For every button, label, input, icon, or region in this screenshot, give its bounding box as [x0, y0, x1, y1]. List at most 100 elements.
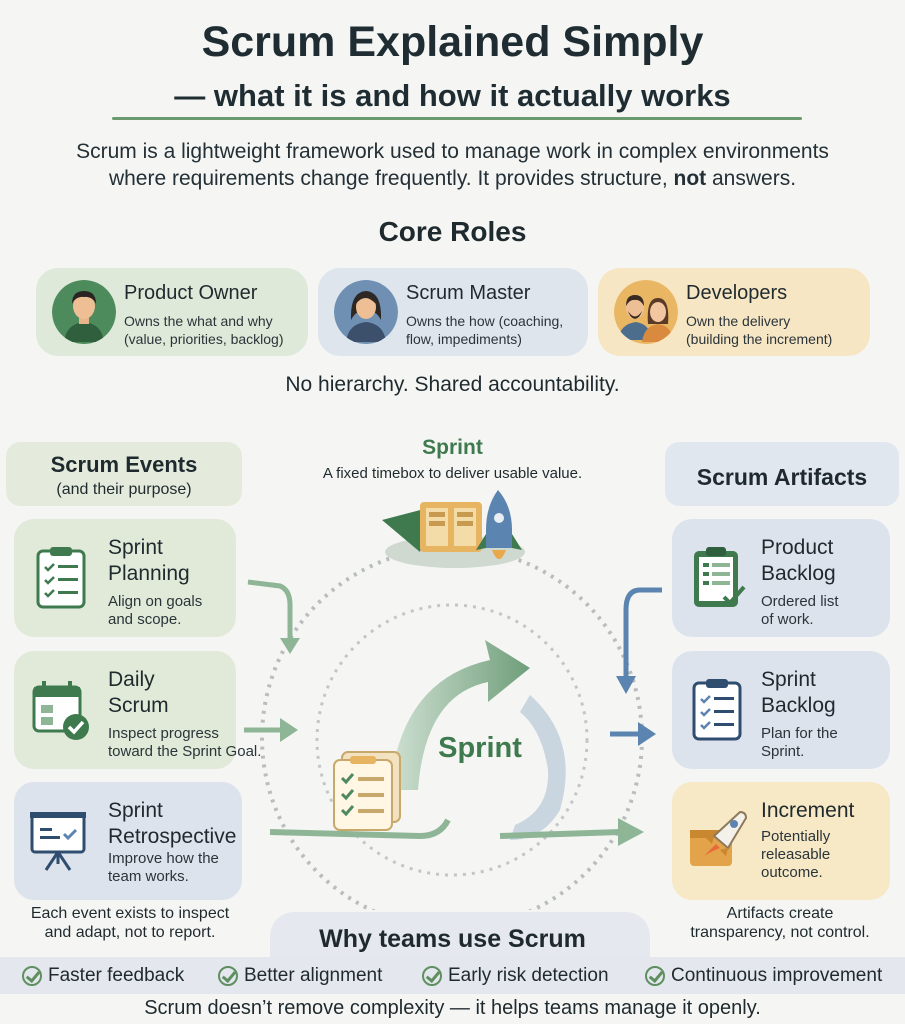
artifact-description: Plan for the Sprint. — [761, 725, 838, 761]
core-roles-heading: Core Roles — [378, 216, 527, 247]
artifact-card-increment: Increment Potentially releasable outcome… — [672, 782, 890, 900]
role-desc-line: Own the delivery — [686, 313, 791, 329]
closing-statement: Scrum doesn’t remove complexity — it hel… — [144, 997, 761, 1019]
intro-line-1: Scrum is a lightweight framework used to… — [76, 140, 829, 163]
role-desc-line: (value, priorities, backlog) — [124, 331, 284, 347]
event-desc-line: Improve how the — [108, 850, 219, 867]
events-subheading: (and their purpose) — [56, 481, 192, 498]
events-note-line: and adapt, not to report. — [44, 924, 216, 941]
increment-arrow-head — [618, 818, 644, 846]
sprint-clipboard-illustration — [333, 751, 401, 831]
role-description: Own the delivery (building the increment… — [686, 312, 832, 348]
artifact-desc-line: Ordered list — [761, 593, 839, 610]
rocket-increment-icon — [690, 810, 748, 866]
artifacts-note-line: transparency, not control. — [690, 924, 870, 941]
benefit-label: Early risk detection — [448, 965, 609, 986]
role-desc-line: Owns the how (coaching, — [406, 313, 564, 329]
event-card-sprint-planning: Sprint Planning Align on goals and scope… — [14, 519, 236, 637]
backlog-list-icon — [694, 547, 746, 607]
artifact-card-product-backlog: Product Backlog Ordered list of work. — [672, 519, 890, 637]
event-title: Daily Scrum — [108, 667, 169, 719]
events-heading: Scrum Events — [50, 452, 198, 477]
role-card-developers: Developers Own the delivery (building th… — [598, 268, 870, 356]
event-card-sprint-retrospective: Sprint Retrospective Improve how the tea… — [14, 782, 242, 900]
event-title: Sprint Retrospective — [108, 798, 236, 850]
outer-dotted-circle — [260, 546, 644, 910]
role-desc-line: (building the increment) — [686, 331, 833, 347]
benefits-bar — [0, 957, 905, 994]
check-circle-icon — [645, 966, 665, 986]
event-desc-line: Inspect progress — [108, 725, 219, 742]
daily-arrow-head — [280, 718, 298, 742]
role-card-product-owner: Product Owner Owns the what and why (val… — [36, 268, 308, 356]
artifact-card-sprint-backlog: Sprint Backlog Plan for the Sprint. — [672, 651, 890, 769]
event-description: Inspect progress toward the Sprint Goal. — [108, 725, 261, 761]
artifact-title-line: Backlog — [761, 562, 836, 585]
intro-emphasis: not — [673, 167, 707, 190]
role-desc-line: Owns the what and why — [124, 313, 273, 329]
sprint-center-label: Sprint — [438, 732, 522, 764]
role-description: Owns the what and why (value, priorities… — [124, 312, 284, 348]
sprint-description: A fixed timebox to deliver usable value. — [322, 465, 583, 482]
inner-dotted-circle — [315, 603, 589, 877]
calendar-check-icon — [32, 681, 89, 740]
event-title-line: Daily — [108, 668, 155, 691]
scrum-master-avatar — [334, 280, 398, 344]
role-title: Scrum Master — [406, 282, 531, 304]
role-description: Owns the how (coaching, flow, impediment… — [406, 312, 563, 348]
artifact-title: Product Backlog — [761, 535, 836, 587]
role-title: Developers — [686, 282, 788, 304]
event-desc-line: Align on goals — [108, 593, 203, 610]
why-heading-box — [270, 912, 650, 960]
event-desc-line: team works. — [108, 868, 189, 885]
planning-arrow-head — [280, 638, 300, 654]
artifact-description: Ordered list of work. — [761, 593, 839, 629]
benefit-item: Early risk detection — [422, 965, 609, 987]
intro-line-2: where requirements change frequently. It… — [20, 165, 885, 192]
artifacts-heading: Scrum Artifacts — [696, 464, 868, 490]
artifacts-header-box — [665, 442, 899, 506]
event-description: Align on goals and scope. — [108, 593, 202, 629]
event-desc-line: toward the Sprint Goal. — [108, 743, 262, 760]
artifact-title: Increment — [761, 799, 855, 822]
sprint-loop-tail — [510, 695, 566, 840]
why-heading: Why teams use Scrum — [319, 925, 586, 953]
benefit-label: Faster feedback — [48, 965, 185, 986]
sprint-cycle-diagram — [244, 490, 662, 910]
sprint-backlog-arrow-head — [638, 722, 656, 746]
roles-note: No hierarchy. Shared accountability. — [285, 373, 620, 396]
intro-line-2-end: answers. — [706, 167, 797, 190]
event-desc-line: and scope. — [108, 611, 182, 628]
artifact-title-line: Sprint — [761, 668, 816, 691]
artifact-desc-line: releasable — [761, 846, 831, 863]
event-title-line: Sprint — [108, 799, 163, 822]
backlog-arrow — [623, 587, 662, 680]
benefit-label: Better alignment — [244, 965, 383, 986]
artifact-title: Sprint Backlog — [761, 667, 836, 719]
role-title: Product Owner — [124, 282, 258, 304]
benefit-item: Better alignment — [218, 965, 382, 987]
page-title: Scrum Explained Simply — [201, 18, 704, 66]
intro-line-2-start: where requirements change frequently. It… — [108, 167, 674, 190]
page-subtitle: — what it is and how it actually works — [174, 78, 731, 113]
product-owner-avatar — [52, 280, 116, 344]
event-title-line: Sprint — [108, 536, 163, 559]
artifact-desc-line: Plan for the — [761, 725, 838, 742]
benefit-item: Continuous improvement — [645, 965, 882, 987]
backlog-arrow-head — [616, 676, 636, 694]
role-card-scrum-master: Scrum Master Owns the how (coaching, flo… — [318, 268, 588, 356]
artifacts-note: Artifacts create transparency, not contr… — [660, 904, 900, 942]
check-circle-icon — [22, 966, 42, 986]
benefit-item: Faster feedback — [22, 965, 184, 987]
events-header-box — [6, 442, 242, 506]
check-circle-icon — [218, 966, 238, 986]
event-title-line: Scrum — [108, 694, 169, 717]
artifact-desc-line: of work. — [761, 611, 814, 628]
increment-arrow — [499, 829, 621, 839]
events-note: Each event exists to inspect and adapt, … — [10, 904, 250, 942]
sprint-loop-arrow — [390, 640, 530, 790]
event-title-line: Retrospective — [108, 825, 237, 848]
events-note-line: Each event exists to inspect — [30, 905, 230, 922]
planning-arrow — [247, 579, 293, 640]
artifact-desc-line: outcome. — [761, 864, 823, 881]
